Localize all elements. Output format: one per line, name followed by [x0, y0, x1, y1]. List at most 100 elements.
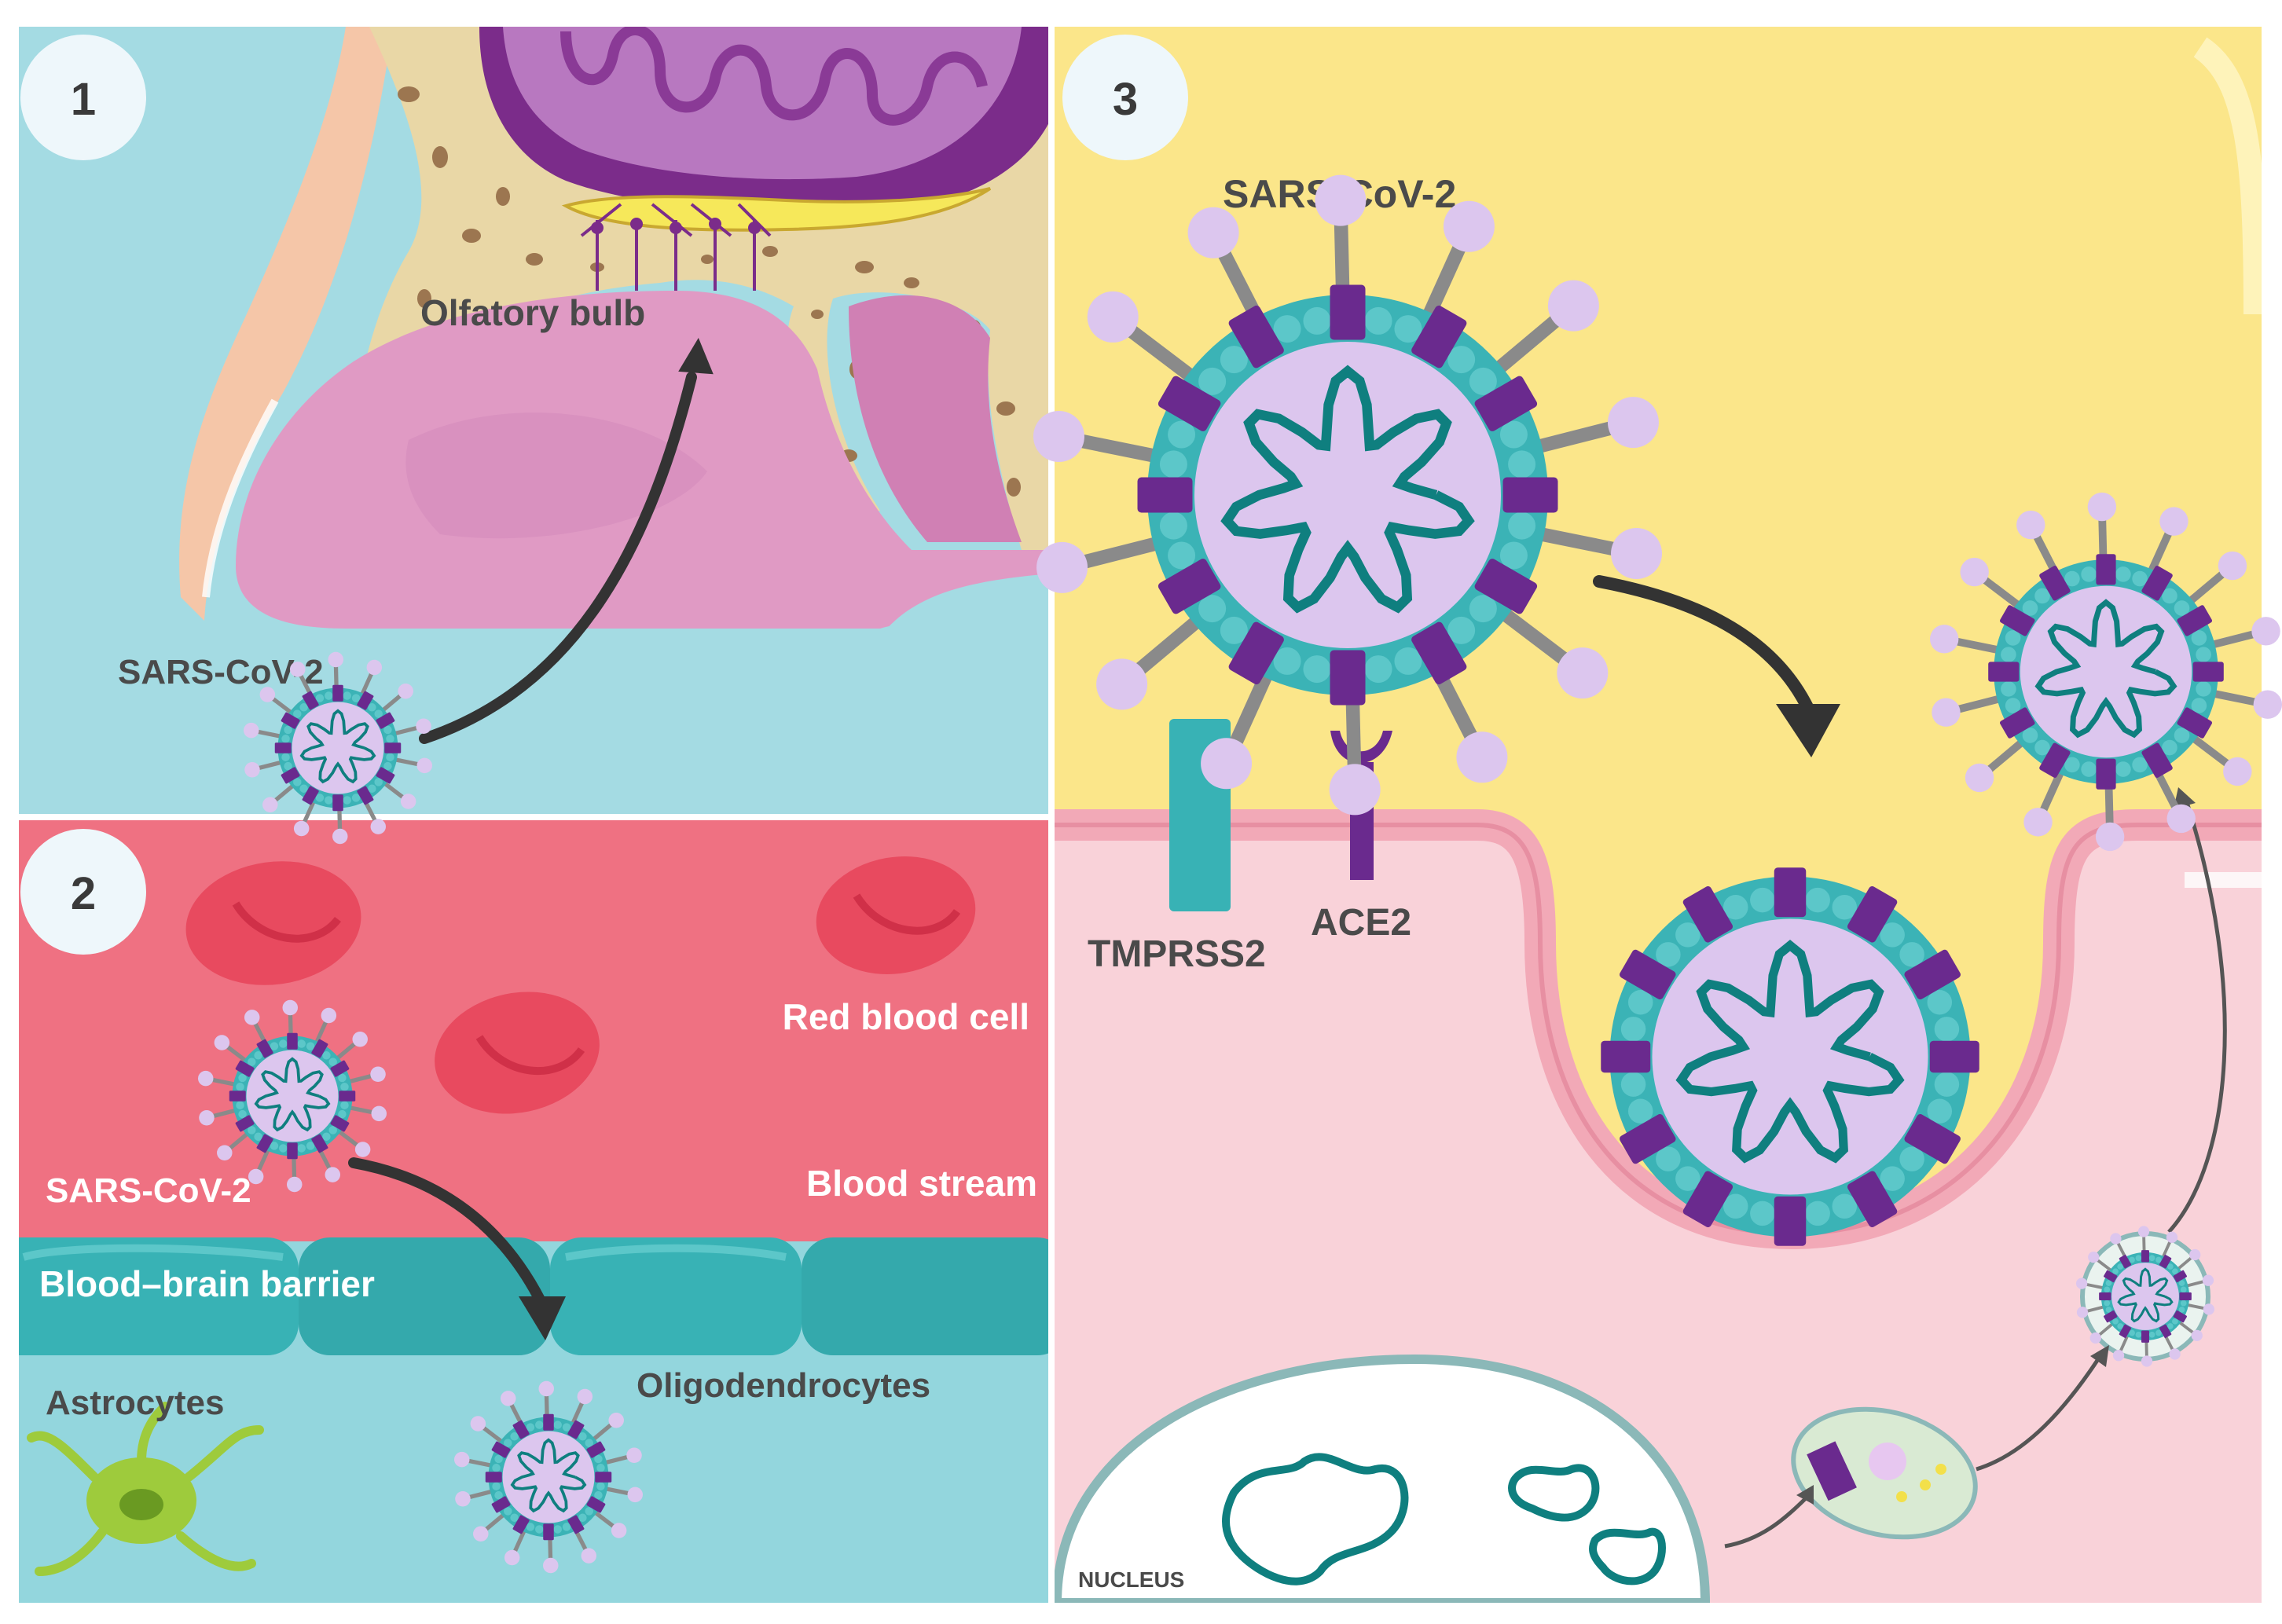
lipid-bead [1723, 1193, 1748, 1219]
spike-head [244, 1010, 260, 1025]
lipid-bead [1880, 1166, 1905, 1191]
nucleus-rna [1222, 1453, 1666, 1586]
lipid-bead [1220, 616, 1248, 644]
spike-head [470, 1416, 486, 1432]
membrane-protein [2141, 1250, 2149, 1263]
membrane-protein [2119, 1324, 2132, 1339]
lipid-bead [562, 1523, 571, 1531]
spike-head [2189, 1248, 2201, 1261]
lipid-bead [535, 1421, 544, 1429]
spike-stalk [2186, 1279, 2206, 1288]
spike-stalk [210, 1077, 236, 1087]
spike-head [1960, 557, 1989, 587]
membrane-protein [1774, 1196, 1807, 1246]
spike-head [2191, 1329, 2203, 1341]
lipid-bead [1656, 942, 1681, 967]
lipid-bead [2001, 681, 2016, 697]
lipid-bead [2180, 1300, 2187, 1307]
virus-core [502, 1431, 595, 1523]
spike-head [2076, 1307, 2089, 1318]
lipid-bead [386, 735, 394, 743]
lipid-bead [1675, 922, 1700, 948]
virus-label-p1: SARS-CoV-2 [118, 653, 324, 691]
lipid-bead [2196, 681, 2211, 697]
membrane-protein [491, 1441, 511, 1458]
lipid-bead [1750, 887, 1775, 913]
membrane-protein [1999, 605, 2035, 636]
membrane-protein [1158, 376, 1221, 431]
lipid-bead [2022, 600, 2038, 616]
membrane-protein [1228, 305, 1284, 368]
spike-stalk [2178, 1321, 2196, 1335]
spike-head [455, 1490, 471, 1507]
spike-head [1557, 647, 1609, 699]
lipid-bead [2178, 1280, 2185, 1286]
spike-head [542, 1557, 559, 1574]
spike-head [371, 1105, 387, 1122]
membrane-protein [1847, 1171, 1898, 1227]
spike-stalk [2148, 527, 2174, 574]
membrane-protein [357, 786, 374, 805]
lipid-bead [1168, 541, 1196, 570]
spike-head [1096, 658, 1148, 710]
red-blood-cell [185, 861, 361, 985]
membrane-protein [256, 1039, 273, 1058]
spike-head [2169, 1348, 2181, 1360]
rbc-label: Red blood cell [783, 996, 1029, 1037]
spike-head [504, 1549, 520, 1566]
virus-p1 [243, 651, 433, 845]
spike-head [416, 718, 431, 735]
virus-assembled [2075, 1226, 2215, 1367]
astrocyte [27, 1402, 264, 1576]
membrane-protein [2103, 1310, 2118, 1323]
spike-stalk [2085, 1282, 2104, 1289]
membrane-protein [1137, 477, 1193, 513]
light-streak [2193, 37, 2262, 315]
membrane-protein [1158, 559, 1221, 614]
spike-head [1087, 291, 1139, 343]
panel-2-badge [20, 829, 146, 955]
lipid-bead [2174, 728, 2190, 743]
red-blood-cell [435, 992, 600, 1114]
spike-stalk [2038, 770, 2064, 816]
membrane-protein [339, 1091, 356, 1102]
membrane-protein [1682, 1171, 1734, 1227]
viral-rna [1675, 940, 1905, 1164]
membrane-protein [1620, 1113, 1676, 1164]
lipid-bead [2104, 1286, 2111, 1293]
spike-head [286, 1176, 303, 1193]
lipid-bead [340, 1083, 349, 1091]
lipid-bead [585, 1439, 593, 1447]
lipid-bead [2166, 1263, 2174, 1270]
membrane-protein [2159, 1324, 2172, 1339]
spike-head [217, 1145, 233, 1161]
brain-gyri [560, 27, 988, 126]
lipid-bead [510, 1513, 519, 1522]
spike-head [214, 1035, 230, 1050]
panel-2-number: 2 [71, 868, 96, 919]
viral-rna [254, 1057, 331, 1132]
membrane-protein [1330, 284, 1366, 340]
lipid-bead [2105, 1280, 2112, 1286]
spike-stalk [605, 1454, 630, 1465]
lipid-bead [494, 1454, 503, 1464]
lipid-bead [1469, 367, 1497, 395]
ace2-label: ACE2 [1311, 902, 1411, 944]
olfactory-arrow [419, 372, 697, 744]
spike-stalk [226, 1132, 249, 1152]
membrane-protein [2141, 1330, 2149, 1343]
lipid-bead [322, 1051, 331, 1060]
spike-head [321, 1007, 337, 1024]
virus-large-p3 [1033, 174, 1663, 816]
lipid-bead [2005, 698, 2021, 713]
spike-head [577, 1388, 593, 1405]
spike-stalk [381, 692, 404, 712]
spike-head [2223, 757, 2252, 786]
bone-texture [398, 86, 1021, 497]
nose-skin [179, 27, 393, 621]
lipid-bead [2064, 570, 2080, 587]
spike-head [293, 820, 310, 837]
lipid-bead [238, 1109, 247, 1119]
membrane-protein [235, 1060, 255, 1077]
neuron-bodies [591, 218, 761, 234]
